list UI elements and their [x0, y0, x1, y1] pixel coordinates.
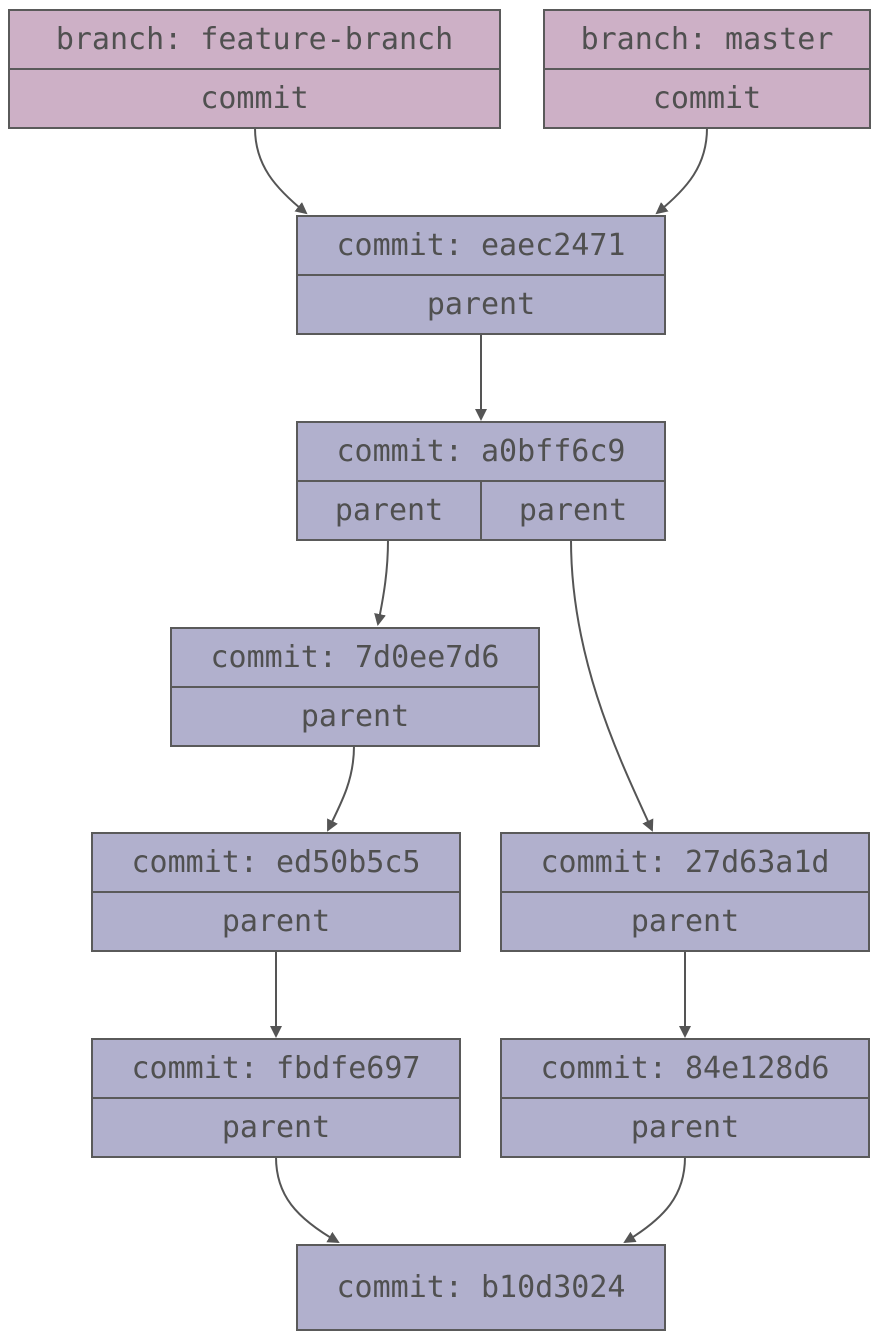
commit-eaec2471-title: commit: eaec2471: [337, 228, 626, 263]
commit-node-b10d3024[interactable]: commit: b10d3024: [296, 1244, 666, 1331]
commit-ed50b5c5-title-cell: [91, 832, 461, 893]
branch-node-master[interactable]: branch: master commit: [543, 9, 871, 129]
commit-a0bff6c9-parent-cell-2: [480, 480, 666, 541]
commit-84e128d6-parent-cell: [500, 1097, 870, 1158]
commit-a0bff6c9-title-cell: [296, 421, 666, 482]
commit-84e128d6-title: commit: 84e128d6: [541, 1051, 830, 1086]
commit-eaec2471-parent-cell: [296, 274, 666, 335]
commit-node-84e128d6[interactable]: commit: 84e128d6 parent: [500, 1038, 870, 1158]
commit-node-eaec2471[interactable]: commit: eaec2471 parent: [296, 215, 666, 335]
commit-a0bff6c9-title: commit: a0bff6c9: [337, 434, 626, 469]
commit-7d0ee7d6-parent-cell: [170, 686, 540, 747]
edge-feature-to-eaec2471: [254, 127, 308, 215]
commit-ed50b5c5-parent-cell: [91, 891, 461, 952]
commit-a0bff6c9-parent-cell-1: [296, 480, 482, 541]
commit-b10d3024-title-cell: [296, 1244, 666, 1331]
commit-a0bff6c9-parent-1: parent: [335, 493, 443, 528]
commit-node-7d0ee7d6[interactable]: commit: 7d0ee7d6 parent: [170, 627, 540, 747]
commit-ed50b5c5-parent: parent: [222, 904, 330, 939]
commit-b10d3024-title: commit: b10d3024: [337, 1270, 626, 1305]
commit-27d63a1d-parent-cell: [500, 891, 870, 952]
edge-7d0ee7d6-to-ed50b5c5: [327, 745, 355, 832]
commit-27d63a1d-title-cell: [500, 832, 870, 893]
edges: [254, 127, 708, 1244]
commit-27d63a1d-parent: parent: [631, 904, 739, 939]
commit-fbdfe697-title-cell: [91, 1038, 461, 1099]
commit-node-27d63a1d[interactable]: commit: 27d63a1d parent: [500, 832, 870, 952]
branch-master-title: branch: master: [581, 22, 834, 57]
commit-node-a0bff6c9[interactable]: commit: a0bff6c9 parent parent: [296, 421, 666, 541]
branch-master-field: commit: [653, 81, 761, 116]
branch-master-field-cell: [543, 68, 871, 129]
branch-feature-field: commit: [200, 81, 308, 116]
edge-fbdfe697-to-b10d3024: [275, 1156, 340, 1243]
edge-master-to-eaec2471: [655, 127, 708, 215]
commit-27d63a1d-title: commit: 27d63a1d: [541, 845, 830, 880]
commit-84e128d6-parent: parent: [631, 1110, 739, 1145]
edge-84e128d6-to-b10d3024: [623, 1156, 686, 1244]
commit-7d0ee7d6-parent: parent: [301, 699, 409, 734]
branch-node-feature[interactable]: branch: feature-branch commit: [8, 9, 501, 129]
edge-a0bff6c9-to-7d0ee7d6: [374, 539, 389, 626]
commit-eaec2471-parent: parent: [427, 287, 535, 322]
branch-feature-title: branch: feature-branch: [56, 22, 453, 57]
commit-fbdfe697-parent-cell: [91, 1097, 461, 1158]
commit-node-fbdfe697[interactable]: commit: fbdfe697 parent: [91, 1038, 461, 1158]
commit-7d0ee7d6-title: commit: 7d0ee7d6: [211, 640, 500, 675]
commit-node-ed50b5c5[interactable]: commit: ed50b5c5 parent: [91, 832, 461, 952]
commit-eaec2471-title-cell: [296, 215, 666, 276]
edge-a0bff6c9-to-27d63a1d: [570, 539, 654, 832]
commit-fbdfe697-parent: parent: [222, 1110, 330, 1145]
branch-feature-title-cell: [8, 9, 501, 70]
commit-ed50b5c5-title: commit: ed50b5c5: [132, 845, 421, 880]
commit-a0bff6c9-parent-2: parent: [519, 493, 627, 528]
branch-feature-field-cell: [8, 68, 501, 129]
commit-fbdfe697-title: commit: fbdfe697: [132, 1051, 421, 1086]
commit-7d0ee7d6-title-cell: [170, 627, 540, 688]
commit-84e128d6-title-cell: [500, 1038, 870, 1099]
